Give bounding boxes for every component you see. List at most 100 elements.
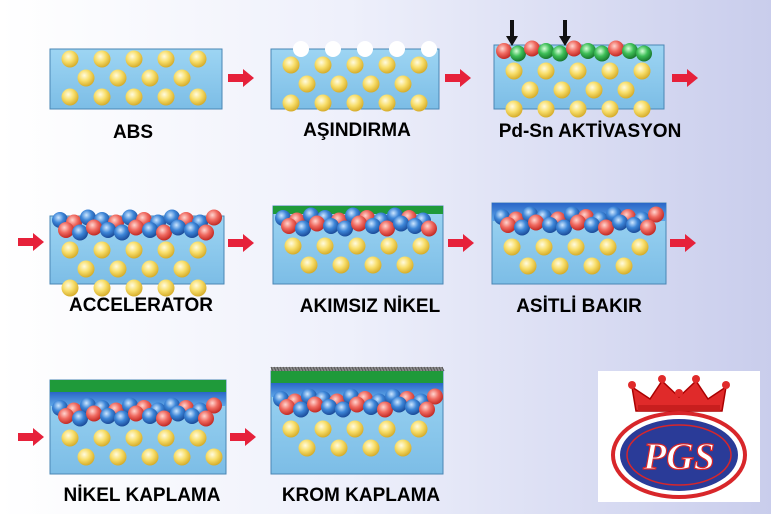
resin-particle <box>615 257 633 275</box>
resin-particle <box>601 100 619 118</box>
tin-particle <box>58 222 74 238</box>
catalyst-particle <box>335 401 351 418</box>
chrome-hatch <box>414 366 418 372</box>
resin-particle <box>125 88 143 106</box>
tin-particle <box>648 206 664 223</box>
chrome-hatch <box>309 366 313 372</box>
resin-particle <box>93 241 111 259</box>
right-arrow-icon <box>448 234 474 252</box>
resin-particle <box>362 439 380 457</box>
tin-particle <box>598 219 614 236</box>
step-label-acid-copper: ASİTLİ BAKIR <box>516 296 642 317</box>
substrate-panel <box>49 209 225 297</box>
catalyst-particle <box>184 222 200 238</box>
tin-particle <box>58 408 74 424</box>
nickel-layer <box>271 371 443 383</box>
resin-particle <box>173 69 191 87</box>
catalyst-particle <box>556 219 572 236</box>
resin-particle <box>631 238 649 256</box>
chrome-hatch <box>390 366 394 372</box>
chrome-hatch <box>336 366 340 372</box>
chrome-hatch <box>345 366 349 372</box>
chrome-hatch <box>420 366 424 372</box>
chrome-hatch <box>315 366 319 372</box>
chrome-hatch <box>270 366 274 372</box>
resin-particle <box>173 448 191 466</box>
resin-particle <box>300 256 318 274</box>
tin-particle <box>421 220 437 237</box>
tin-particle <box>156 410 172 427</box>
resin-particle <box>346 94 364 112</box>
resin-particle <box>157 88 175 106</box>
resin-particle <box>298 75 316 93</box>
etch-pit <box>421 41 437 57</box>
resin-particle <box>537 100 555 118</box>
tin-particle <box>206 397 222 414</box>
etch-pit <box>293 41 309 57</box>
tin-particle <box>86 405 102 422</box>
resin-particle <box>569 62 587 80</box>
chrome-hatch <box>285 366 289 372</box>
chrome-hatch <box>363 366 367 372</box>
resin-particle <box>346 56 364 74</box>
resin-particle <box>601 62 619 80</box>
tin-particle <box>379 220 395 237</box>
tin-particle <box>86 219 102 236</box>
resin-particle <box>157 429 175 447</box>
catalyst-particle <box>405 399 421 415</box>
logo-text: PGS <box>642 436 715 478</box>
resin-particle <box>77 448 95 466</box>
palladium-particle <box>622 43 638 59</box>
tin-particle <box>279 399 295 415</box>
chrome-hatch <box>384 366 388 372</box>
resin-particle <box>535 238 553 256</box>
chrome-hatch <box>432 366 436 372</box>
substrate-panel <box>491 202 667 285</box>
etch-pit <box>389 41 405 57</box>
resin-particle <box>109 69 127 87</box>
palladium-particle <box>510 45 526 62</box>
right-arrow-icon <box>230 428 256 446</box>
palladium-particle <box>594 45 610 62</box>
chrome-hatch <box>378 366 382 372</box>
resin-particle <box>314 420 332 438</box>
substrate-panel <box>493 40 665 118</box>
resin-particle <box>380 237 398 255</box>
tin-particle <box>156 224 172 241</box>
tin-particle <box>640 219 656 236</box>
step-label-chrome-plating: KROM KAPLAMA <box>281 485 441 506</box>
resin-particle <box>378 420 396 438</box>
tin-particle <box>419 401 435 418</box>
resin-particle <box>585 81 603 99</box>
tin-particle <box>528 214 544 231</box>
catalyst-particle <box>72 410 88 427</box>
resin-particle <box>125 241 143 259</box>
chrome-hatch <box>360 366 364 372</box>
resin-particle <box>410 94 428 112</box>
substrate-panel <box>49 48 223 110</box>
substrate-panel <box>272 205 444 285</box>
chrome-hatch <box>276 366 280 372</box>
tin-particle <box>349 396 365 413</box>
step-label-electroless-nickel: AKIMSIZ NİKEL <box>299 296 441 317</box>
chrome-hatch <box>369 366 373 372</box>
resin-particle <box>505 62 523 80</box>
resin-particle <box>505 100 523 118</box>
resin-particle <box>364 256 382 274</box>
resin-particle <box>394 439 412 457</box>
catalyst-particle <box>321 399 337 415</box>
resin-particle <box>189 50 207 68</box>
resin-particle <box>141 69 159 87</box>
right-arrow-icon <box>670 234 696 252</box>
chrome-hatch <box>291 366 295 372</box>
resin-particle <box>61 88 79 106</box>
crown-icon <box>628 375 730 412</box>
resin-particle <box>125 50 143 68</box>
resin-particle <box>410 56 428 74</box>
resin-particle <box>282 56 300 74</box>
pgs-logo: PGS <box>598 371 760 502</box>
substrate-panel <box>49 379 227 475</box>
resin-particle <box>157 279 175 297</box>
resin-particle <box>125 429 143 447</box>
